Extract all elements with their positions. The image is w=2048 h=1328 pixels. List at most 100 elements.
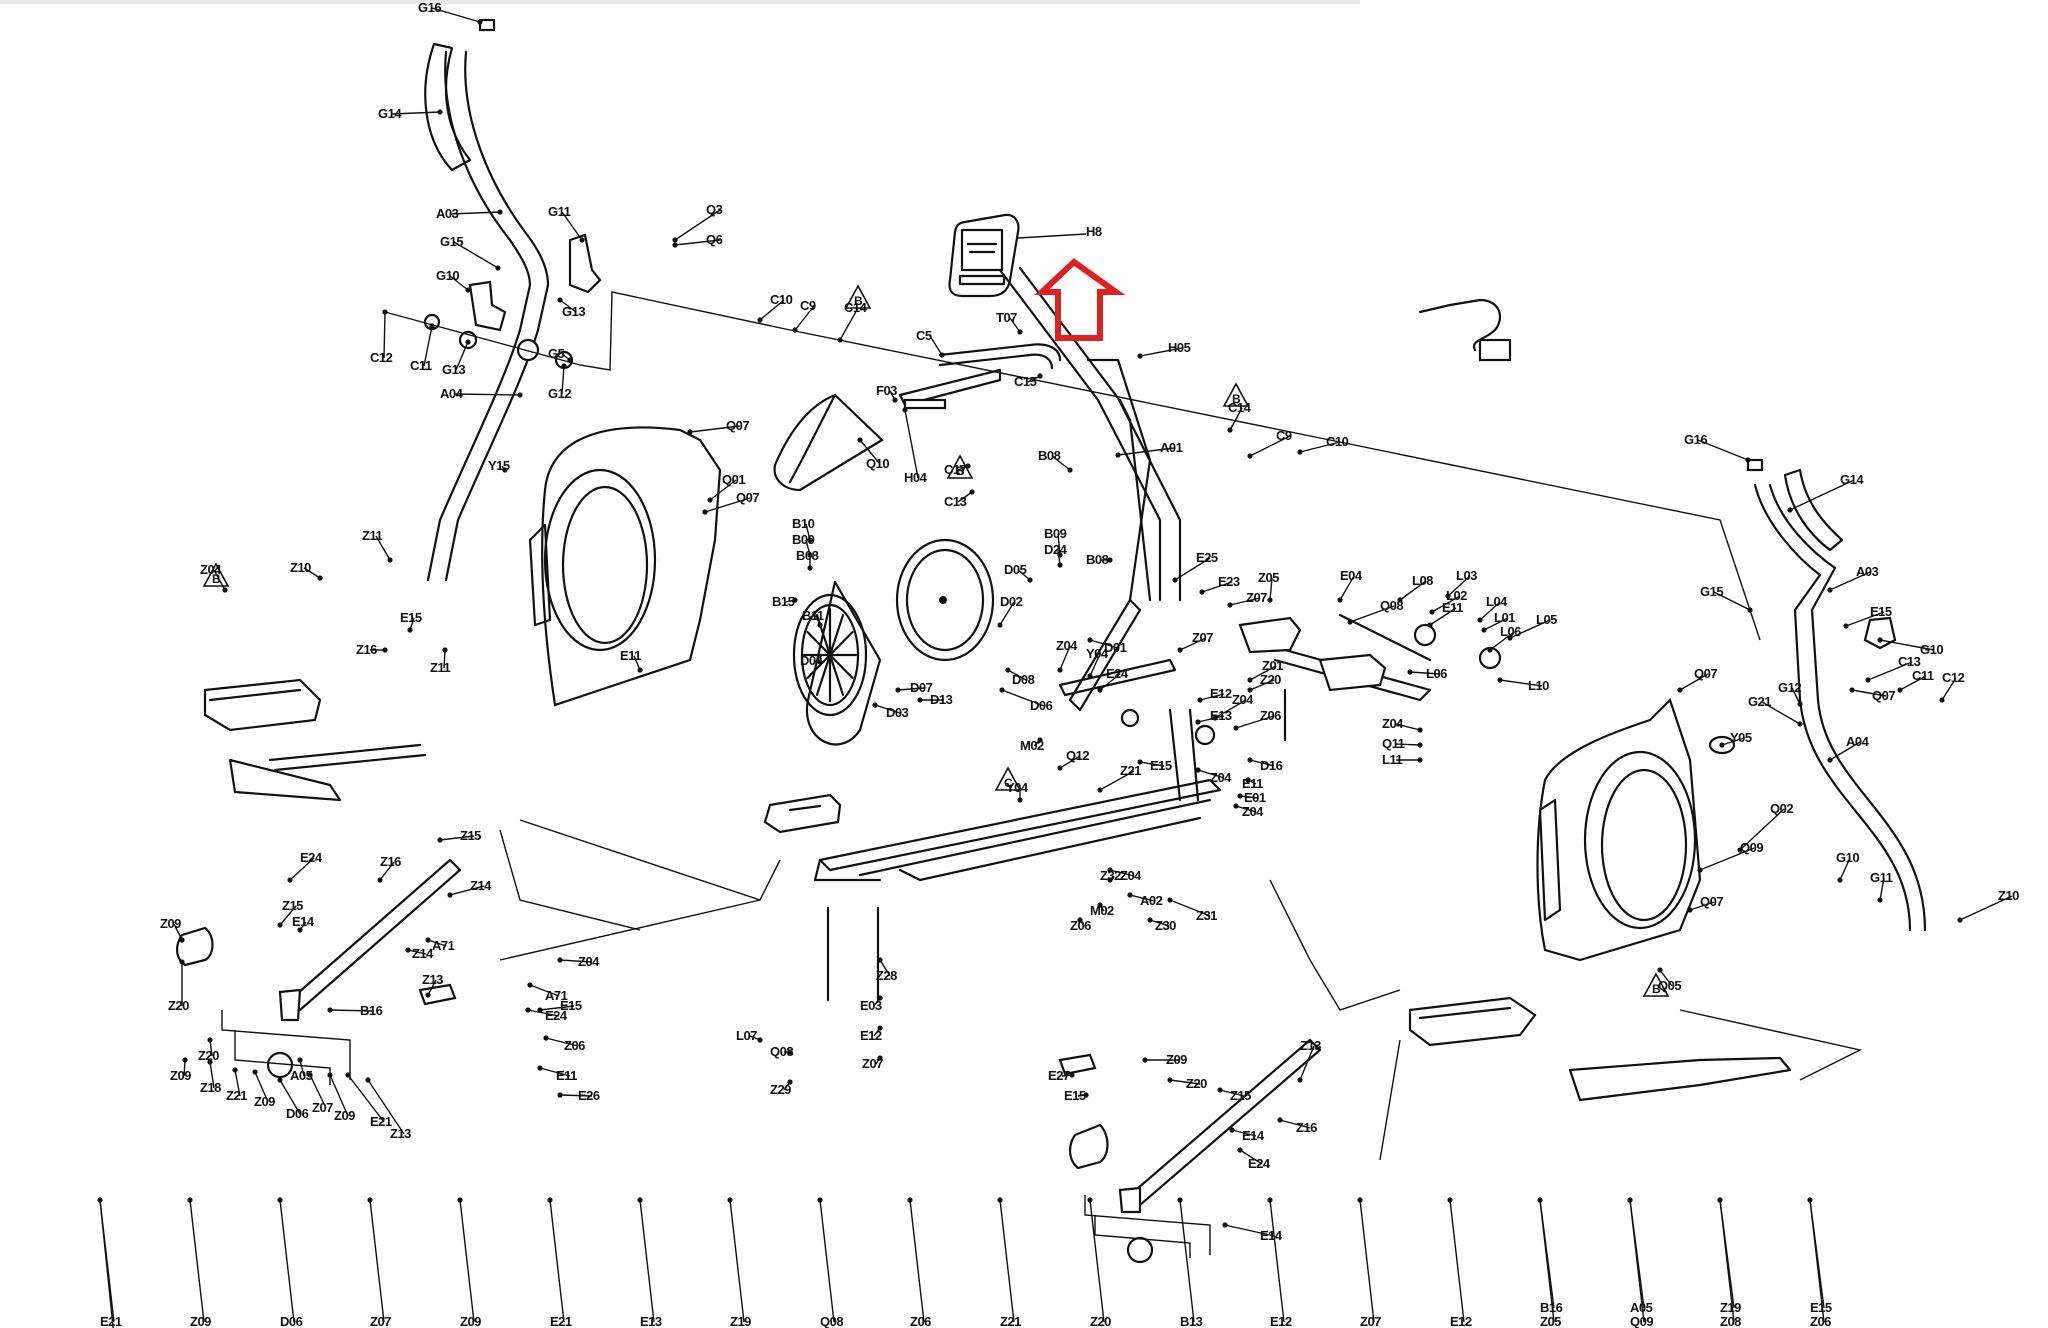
leader-line [1235, 805, 1257, 813]
leader-line [379, 861, 395, 881]
part-label: E21 [550, 1314, 572, 1328]
part-callout: E24 [1097, 666, 1129, 693]
part-callout: G12 [1778, 680, 1803, 707]
part-label: M02 [1090, 903, 1114, 918]
part-label: Y04 [1006, 780, 1029, 795]
part-label: E04 [1340, 568, 1363, 583]
part-callout: Z07 [1357, 1197, 1382, 1328]
fastener-dot [1397, 597, 1403, 603]
fastener-dot [465, 287, 471, 293]
fastener-dot [965, 463, 971, 469]
fastener-dot [1177, 1197, 1183, 1203]
fastener-dot [447, 892, 453, 898]
leader-line [453, 241, 499, 269]
fastener-dot [807, 537, 813, 543]
leader-line [759, 299, 785, 321]
part-callout: C10 [757, 292, 793, 323]
fastener-dot [1877, 897, 1883, 903]
part-label: Z07 [370, 1314, 391, 1328]
leader-line [1721, 737, 1745, 746]
part-label: Z07 [862, 1056, 883, 1071]
part-label: Z07 [1192, 630, 1213, 645]
part-label: A01 [1160, 440, 1183, 455]
leader-line [375, 535, 391, 561]
part-label: E01 [1244, 790, 1266, 805]
part-label: E11 [620, 648, 641, 663]
fastener-dot [1027, 577, 1033, 583]
leader-line [209, 1039, 213, 1057]
leader-line [1249, 679, 1275, 691]
leader-line [559, 1094, 593, 1097]
leader-line [1269, 577, 1273, 601]
part-label: E15 [1150, 758, 1172, 773]
bolt-stack-center [826, 688, 1287, 1002]
fastener-dot [1837, 877, 1843, 883]
fastener-dot [1797, 721, 1803, 727]
fastener-dot [1417, 742, 1423, 748]
side-cover-top [773, 393, 884, 492]
part-callout: L06 [1407, 666, 1448, 681]
part-callout: B11 [802, 608, 824, 628]
part-callout: G10 [1877, 637, 1944, 657]
part-label: Z13 [390, 1126, 411, 1141]
fastener-dot [1245, 777, 1251, 783]
leader-line [1059, 755, 1081, 769]
leader-line [449, 275, 469, 291]
part-label: Z07 [1246, 590, 1267, 605]
leader-line [209, 1061, 215, 1089]
leader-line [1359, 1199, 1375, 1323]
part-callout: Q09 [1627, 1197, 1654, 1328]
fastener-dot [917, 697, 923, 703]
leader-line [1201, 581, 1233, 593]
fastener-dot [1737, 847, 1743, 853]
fastener-dot [182, 1057, 188, 1063]
part-callout: E24 [287, 850, 323, 883]
leader-line [1169, 899, 1211, 917]
left-axle-line [384, 291, 1761, 641]
part-callout: B09 [792, 532, 815, 558]
fastener-dot [1087, 637, 1093, 643]
leader-line [1429, 607, 1457, 626]
part-callout: Z07 [862, 1055, 884, 1071]
part-callout: Q09 [1697, 840, 1764, 873]
fastener-dot [702, 509, 708, 515]
part-label: B08 [796, 548, 819, 563]
part-label: D16 [1260, 758, 1283, 773]
part-callout: G16 [418, 0, 483, 25]
leader-line [1229, 407, 1243, 431]
fastener-dot [377, 877, 383, 883]
fastener-dot [1807, 1197, 1813, 1203]
part-label: G5 [548, 346, 565, 361]
fastener-dot [502, 467, 508, 473]
part-label: E25 [1196, 550, 1218, 565]
leader-line [1395, 743, 1421, 746]
part-label: C13 [944, 494, 967, 509]
part-callout: G12 [548, 363, 572, 401]
part-callout: Z15 [1217, 1087, 1252, 1103]
callout-triangle: B [1642, 972, 1670, 997]
fastener-dot [1177, 647, 1183, 653]
part-label: Z14 [470, 878, 492, 893]
part-label: D07 [910, 680, 933, 695]
right-pedal [1408, 996, 1792, 1102]
leader-line [1001, 689, 1045, 707]
part-callout: Z15 [437, 828, 482, 843]
part-callout: D24 [1044, 542, 1068, 568]
fastener-dot [1097, 787, 1103, 793]
leader-line [1089, 1199, 1105, 1323]
part-callout: Z09 [252, 1069, 276, 1109]
part-label: E15 [400, 610, 422, 625]
leader-line [443, 649, 446, 669]
leader-line [1179, 1199, 1195, 1323]
leader-line [1179, 637, 1207, 651]
part-callout: C11 [1897, 668, 1934, 693]
part-callout: Q07 [687, 418, 750, 435]
part-callout: Z09 [457, 1197, 482, 1328]
fastener-dot [837, 337, 843, 343]
leader-line [367, 1079, 405, 1135]
part-callout: C12 [1939, 670, 1965, 703]
leader-line [329, 1009, 375, 1012]
part-label: Z11 [362, 528, 382, 543]
leader-line [561, 211, 583, 241]
